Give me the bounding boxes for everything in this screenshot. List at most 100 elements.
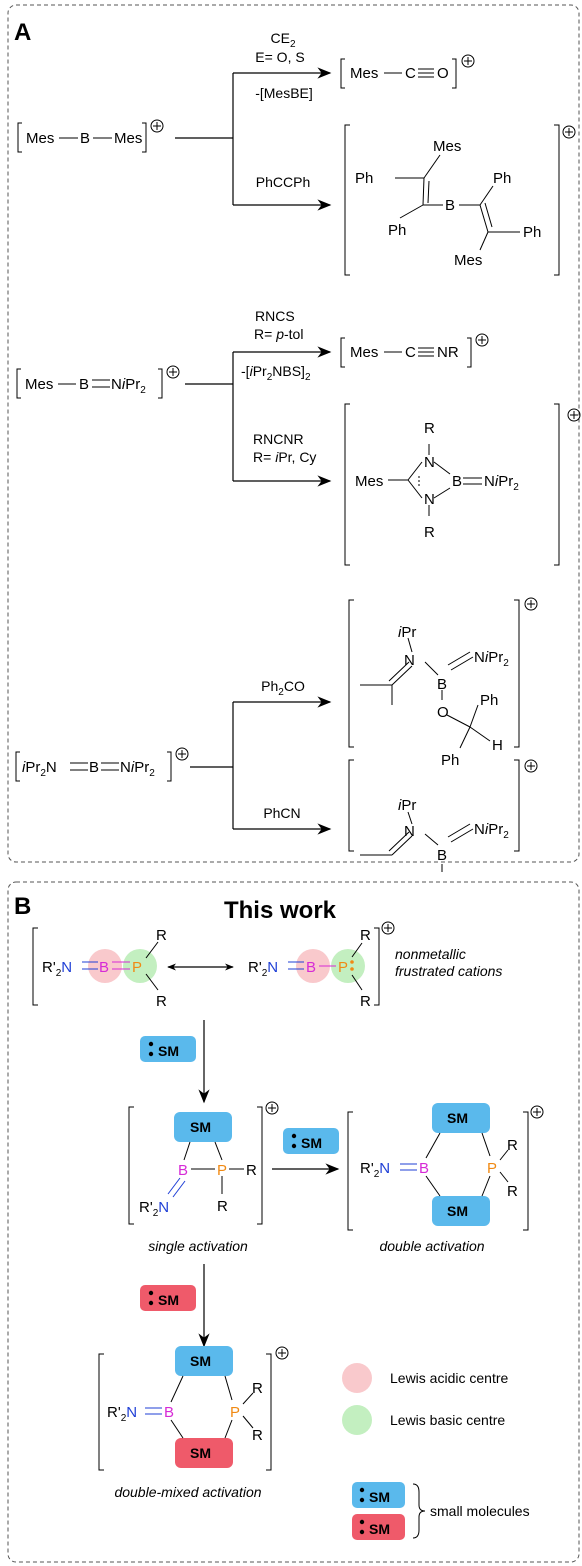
svg-text:SM: SM [190,1119,211,1135]
legend-small-molecules-label: small molecules [430,1503,530,1519]
svg-text:Ph2CO: Ph2CO [261,678,305,698]
svg-text:-[MesBE]: -[MesBE] [255,85,313,101]
svg-text:SM: SM [447,1110,468,1126]
svg-text:Ph: Ph [493,170,511,187]
svg-text:NiPr2: NiPr2 [474,821,509,841]
single-activation-caption: single activation [148,1238,248,1254]
svg-text:P: P [132,959,142,976]
svg-text:B: B [419,1160,429,1177]
svg-text:SM: SM [369,1489,390,1505]
row1-upper-product: Mes C O [340,54,475,89]
svg-text:R: R [360,927,371,944]
sm-badge-blue: SM [283,1128,339,1154]
svg-text:NiPr2: NiPr2 [120,759,155,779]
svg-text:nonmetallic: nonmetallic [395,946,466,962]
cation-caption: nonmetallic frustrated cations [395,946,502,979]
legend-brace [412,1483,426,1539]
oplus-icon [265,1101,279,1115]
svg-text:B: B [445,197,455,214]
row3-reactant: iPr2N B NiPr2 [15,747,189,782]
svg-text:NiPr2: NiPr2 [111,376,146,396]
svg-text:R'2N: R'2N [107,1404,137,1424]
row2-labels: RNCS R= p-tol -[iPr2NBS]2 RNCNR R= iPr, … [241,308,316,465]
frustrated-cation-right: R'2N B P R R [248,921,395,1010]
panel-b-frame [7,881,580,1563]
panel-a-frame [7,4,580,863]
oplus-icon [150,119,164,133]
svg-text:Mes: Mes [454,252,482,269]
svg-text:N: N [424,454,435,471]
svg-text:SM: SM [190,1353,211,1369]
panel-b-title: This work [224,897,337,924]
svg-text:CE2: CE2 [270,30,295,50]
svg-text:R'2N: R'2N [139,1199,169,1219]
svg-text:C: C [405,65,416,82]
svg-text:P: P [217,1162,227,1179]
svg-text:iPr2N: iPr2N [22,759,57,779]
oplus-icon [175,747,189,761]
oplus-icon [461,54,475,68]
svg-text:R'2N: R'2N [360,1160,390,1180]
svg-text:iPr: iPr [398,624,416,641]
lone-pair-icon [350,960,354,971]
oplus-icon [562,125,576,139]
oplus-icon [275,1346,289,1360]
svg-text:SM: SM [158,1043,179,1059]
double-activation-product: SM SM R'2N B P R R [347,1103,544,1231]
svg-text:RNCS: RNCS [255,308,295,324]
svg-text:B: B [178,1162,188,1179]
svg-text:Ph: Ph [441,752,459,769]
row1-lower-product: Mes Ph Ph B Ph Ph Mes [344,124,576,276]
legend: Lewis acidic centre Lewis basic centre S… [342,1363,530,1540]
svg-text:Ph: Ph [523,224,541,241]
svg-text:E= O, S: E= O, S [255,49,304,65]
svg-text:H: H [492,737,503,754]
row1-boron: B [80,130,90,147]
svg-text:R= p-tol: R= p-tol [254,326,303,342]
svg-text:SM: SM [301,1135,322,1151]
svg-text:B: B [437,847,447,864]
svg-text:R: R [217,1198,228,1215]
panel-b: B This work R'2N B P R R R'2N B P [7,881,580,1563]
svg-text:NiPr2: NiPr2 [484,473,519,493]
svg-text:R: R [252,1427,263,1444]
svg-text:B: B [306,959,316,976]
svg-text:Ph: Ph [355,170,373,187]
lone-pair-icon [291,1133,297,1149]
svg-text:O: O [437,65,449,82]
svg-text:R: R [507,1183,518,1200]
svg-text:C: C [405,344,416,361]
svg-text:R: R [360,993,371,1010]
row2-upper-product: Mes C NR [340,333,489,368]
svg-text:N: N [404,823,415,840]
lone-pair-icon [148,1290,154,1306]
oplus-icon [567,408,581,422]
svg-text:B: B [79,376,89,393]
oplus-icon [475,333,489,347]
single-activation-product: SM B P R R R'2N [128,1101,279,1225]
svg-text:B: B [89,759,99,776]
svg-text:PhCN: PhCN [263,805,300,821]
lewis-base-highlight [331,949,365,983]
row1-reactant: Mes B Mes [17,119,164,153]
legend-base-swatch [342,1405,372,1435]
svg-text:Mes: Mes [25,376,53,393]
row1-mes-left: Mes [26,130,54,147]
svg-text:R: R [246,1162,257,1179]
svg-text:SM: SM [158,1292,179,1308]
legend-sm-blue: SM [352,1482,405,1508]
svg-text:RNCNR: RNCNR [253,431,304,447]
row3-lower-product: iPr N B NiPr2 [348,759,538,864]
svg-text:R: R [252,1380,263,1397]
svg-text:R: R [507,1137,518,1154]
oplus-icon [530,1105,544,1119]
svg-text:B: B [452,473,462,490]
row1-arrows [175,67,332,211]
row1-upper-labels: CE2 E= O, S -[MesBE] [255,30,313,101]
svg-text:N: N [404,652,415,669]
svg-text:R'2N: R'2N [248,959,278,979]
double-mixed-activation-product: SM SM R'2N B P R R [98,1346,289,1471]
svg-text:O: O [437,704,449,721]
svg-text:R'2N: R'2N [42,959,72,979]
